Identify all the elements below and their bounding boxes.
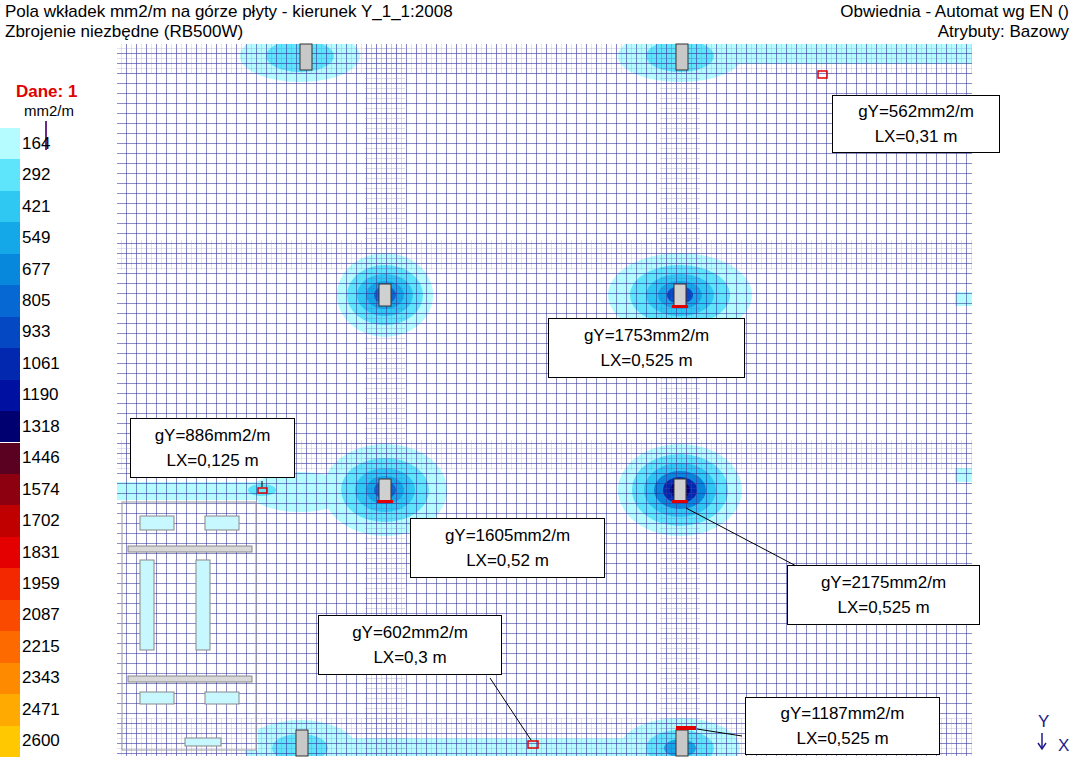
subtitle-label: Zbrojenie niezbędne (RB500W) xyxy=(3,22,245,42)
stair-region xyxy=(122,502,256,750)
callout-text: LX=0,3 m xyxy=(373,645,446,670)
legend-value: 1831 xyxy=(22,543,60,563)
legend-value: 1061 xyxy=(22,354,60,374)
legend-value: 421 xyxy=(22,197,50,217)
legend-swatch xyxy=(0,317,20,348)
callout-text: LX=0,525 m xyxy=(837,595,929,620)
legend-value: 677 xyxy=(22,260,50,280)
legend-value: 164 xyxy=(22,134,50,154)
legend-value: 1702 xyxy=(22,511,60,531)
legend-swatch xyxy=(0,694,20,725)
legend-row: 2471 xyxy=(0,694,70,725)
legend-swatch xyxy=(0,568,20,599)
legend-value: 1190 xyxy=(22,385,59,405)
legend-swatch xyxy=(0,159,20,190)
callout-text: LX=0,31 m xyxy=(875,124,958,149)
legend-value: 1574 xyxy=(22,480,60,500)
legend-swatch xyxy=(0,285,20,316)
callout-text: gY=1187mm2/m xyxy=(781,701,905,726)
legend-swatch xyxy=(0,411,20,442)
callout-box: gY=1605mm2/mLX=0,52 m xyxy=(410,518,605,578)
legend-value: 1446 xyxy=(22,448,60,468)
legend-row: 1061 xyxy=(0,348,70,379)
axis-label: X xyxy=(1056,736,1071,756)
legend-value: 1318 xyxy=(22,417,60,437)
leader-lines xyxy=(262,481,800,740)
callout-box: gY=2175mm2/mLX=0,525 m xyxy=(787,565,980,625)
legend-row: 1190 xyxy=(0,380,70,411)
legend-swatch xyxy=(0,726,20,757)
legend-row: 1574 xyxy=(0,474,70,505)
callout-text: gY=886mm2/m xyxy=(155,423,271,448)
callout-text: gY=1605mm2/m xyxy=(445,523,570,548)
legend-row: 677 xyxy=(0,254,70,285)
legend-row: 1318 xyxy=(0,411,70,442)
callout-text: gY=1753mm2/m xyxy=(584,323,709,348)
legend-swatch xyxy=(0,474,20,505)
legend-row: 2215 xyxy=(0,631,70,662)
legend-value: 2343 xyxy=(22,668,60,688)
callout-text: gY=2175mm2/m xyxy=(821,570,946,595)
unit-label: mm2/m xyxy=(22,101,76,121)
envelope-label: Obwiednia - Automat wg EN () xyxy=(838,2,1071,22)
columns xyxy=(296,44,688,756)
axis-arrow xyxy=(1038,733,1046,749)
legend-swatch xyxy=(0,505,20,536)
legend-value: 805 xyxy=(22,291,50,311)
legend-row: 1446 xyxy=(0,443,70,474)
callout-box: gY=602mm2/mLX=0,3 m xyxy=(318,615,502,675)
legend-swatch xyxy=(0,348,20,379)
legend-swatch xyxy=(0,537,20,568)
callout-text: LX=0,525 m xyxy=(600,348,692,373)
chart-title: Pola wkładek mm2/m na górze płyty - kier… xyxy=(3,2,455,22)
legend-swatch xyxy=(0,222,20,253)
callout-text: LX=0,52 m xyxy=(466,548,549,573)
legend-row: 292 xyxy=(0,159,70,190)
callout-box: gY=562mm2/mLX=0,31 m xyxy=(832,95,1000,153)
legend-swatch xyxy=(0,191,20,222)
legend-value: 933 xyxy=(22,322,50,342)
legend-value: 1959 xyxy=(22,574,60,594)
legend-swatch xyxy=(0,663,20,694)
legend-value: 2471 xyxy=(22,700,60,720)
attributes-label: Atrybuty: Bazowy xyxy=(936,22,1071,42)
legend-row: 421 xyxy=(0,191,70,222)
legend-value: 292 xyxy=(22,165,50,185)
legend-value: 2087 xyxy=(22,605,60,625)
legend-row: 1831 xyxy=(0,537,70,568)
legend-swatch xyxy=(0,380,20,411)
callout-text: LX=0,525 m xyxy=(796,726,888,751)
legend-row: 933 xyxy=(0,317,70,348)
max-markers xyxy=(258,71,827,748)
legend-row: 805 xyxy=(0,285,70,316)
legend-row: 2087 xyxy=(0,600,70,631)
callout-text: gY=602mm2/m xyxy=(352,620,468,645)
legend-swatch xyxy=(0,128,20,159)
legend-swatch xyxy=(0,254,20,285)
legend-row: 164 xyxy=(0,128,70,159)
callout-box: gY=886mm2/mLX=0,125 m xyxy=(130,418,295,478)
data-label: Dane: 1 xyxy=(14,82,79,102)
legend-row: 2343 xyxy=(0,663,70,694)
legend-value: 549 xyxy=(22,228,50,248)
axis-label: Y xyxy=(1036,712,1051,732)
callout-text: LX=0,125 m xyxy=(166,448,258,473)
callout-text: gY=562mm2/m xyxy=(858,99,974,124)
legend-swatch xyxy=(0,600,20,631)
legend-value: 2215 xyxy=(22,637,60,657)
legend-row: 2600 xyxy=(0,726,70,757)
callout-box: gY=1753mm2/mLX=0,525 m xyxy=(548,318,745,378)
callout-box: gY=1187mm2/mLX=0,525 m xyxy=(745,697,940,755)
legend-swatch xyxy=(0,443,20,474)
legend-row: 549 xyxy=(0,222,70,253)
legend-value: 2600 xyxy=(22,731,60,751)
legend-swatch xyxy=(0,631,20,662)
legend-row: 1959 xyxy=(0,568,70,599)
legend-row: 1702 xyxy=(0,505,70,536)
